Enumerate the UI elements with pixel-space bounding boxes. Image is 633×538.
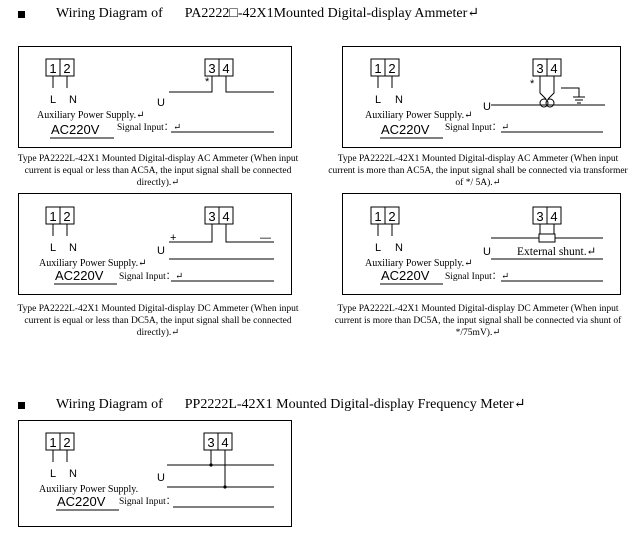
ammeter-title-prefix: Wiring Diagram of (56, 6, 163, 21)
terminal-3-label: 3 (207, 435, 214, 450)
wire-terminal-4 (225, 76, 274, 93)
terminal-4-label: 4 (550, 209, 557, 224)
signal-input-label: Signal Input： (119, 497, 175, 507)
label-N: N (69, 468, 77, 480)
signal-input-label: Signal Input：↵ (445, 272, 509, 282)
label-U: U (157, 472, 165, 484)
wire-terminal-3 (169, 76, 213, 93)
wire-terminal-3 (539, 76, 547, 100)
freq-section-title: Wiring Diagram of PP2222L-42X1 Mounted Di… (56, 396, 525, 413)
wire-terminal-3 (169, 224, 213, 243)
label-L: L (375, 242, 381, 254)
terminal-1-label: 1 (374, 209, 381, 224)
wiring-dc-shunt: 1 2 L N Auxiliary Power Supply.↵ AC220V … (365, 206, 603, 285)
caption-ac-ct: Type PA2222L-42X1 Mounted Digital-displa… (328, 154, 628, 188)
terminal-3-label: 3 (536, 61, 543, 76)
caption-dc-direct: Type PA2222L-42X1 Mounted Digital-displa… (17, 304, 299, 338)
caption-dc-shunt: Type PA2222L-42X1 Mounted Digital-displa… (334, 304, 622, 338)
ammeter-section-title: Wiring Diagram of PA2222□-42X1Mounted Dig… (56, 5, 479, 22)
wiring-ac-ct: 1 2 L N Auxiliary Power Supply.↵ AC220V … (365, 58, 605, 139)
label-U: U (157, 97, 165, 109)
panel-ac-direct: 1 2 L N Auxiliary Power Supply.↵ AC220V … (18, 46, 292, 148)
terminal-3-label: 3 (208, 61, 215, 76)
terminal-3-label: 3 (536, 209, 543, 224)
terminal-1-label: 1 (374, 61, 381, 76)
terminal-4-label: 4 (222, 61, 229, 76)
freq-title-prefix: Wiring Diagram of (56, 397, 163, 412)
panel-ac-ct: 1 2 L N Auxiliary Power Supply.↵ AC220V … (342, 46, 621, 148)
terminal-1-label: 1 (49, 61, 56, 76)
label-U: U (483, 101, 491, 113)
label-N: N (395, 94, 403, 106)
aux-label: Auxiliary Power Supply.↵ (39, 258, 146, 269)
minus-sign: — (260, 232, 271, 244)
star-mark: * (205, 76, 210, 88)
label-L: L (50, 242, 56, 254)
terminal-4-label: 4 (550, 61, 557, 76)
panel-dc-shunt: 1 2 L N Auxiliary Power Supply.↵ AC220V … (342, 193, 621, 295)
ac220v-label: AC220V (381, 122, 430, 137)
ac220v-label: AC220V (55, 268, 104, 283)
terminal-2-label: 2 (63, 435, 70, 450)
label-N: N (69, 242, 77, 254)
ac220v-label: AC220V (51, 122, 100, 137)
panel-frequency: 1 2 L N Auxiliary Power Supply. AC220V S… (18, 420, 292, 527)
label-L: L (375, 94, 381, 106)
label-L: L (50, 94, 56, 106)
ct-coil-2 (545, 98, 555, 108)
wire-terminal-4 (547, 76, 555, 100)
plus-sign: + (170, 232, 176, 244)
ammeter-title-model: PA2222□-42X1Mounted Digital-display Amme… (184, 6, 479, 21)
signal-input-label: Signal Input：↵ (445, 123, 509, 133)
section-bullet (18, 11, 25, 18)
ct-coil-1 (539, 98, 549, 108)
label-U: U (483, 246, 491, 258)
aux-label: Auxiliary Power Supply. (39, 484, 138, 495)
signal-input-label: Signal Input：↵ (117, 123, 181, 133)
ground-lead (561, 87, 580, 97)
terminal-4-label: 4 (221, 435, 228, 450)
wire-terminal-4 (225, 224, 274, 243)
freq-title-model: PP2222L-42X1 Mounted Digital-display Fre… (184, 397, 526, 412)
label-N: N (395, 242, 403, 254)
wiring-frequency: 1 2 L N Auxiliary Power Supply. AC220V S… (39, 432, 274, 511)
ac220v-label: AC220V (381, 268, 430, 283)
external-shunt-label: External shunt.↵ (517, 246, 596, 258)
junction-dot-lower (223, 485, 227, 489)
label-U: U (157, 245, 165, 257)
label-N: N (69, 94, 77, 106)
aux-label: Auxiliary Power Supply.↵ (365, 258, 472, 269)
aux-label: Auxiliary Power Supply.↵ (37, 110, 144, 121)
terminal-3-label: 3 (208, 209, 215, 224)
panel-dc-direct: 1 2 L N Auxiliary Power Supply.↵ AC220V … (18, 193, 292, 295)
junction-dot-upper (209, 463, 213, 467)
aux-label: Auxiliary Power Supply.↵ (365, 110, 472, 121)
shunt-resistor (538, 233, 556, 243)
terminal-2-label: 2 (388, 209, 395, 224)
terminal-4-label: 4 (222, 209, 229, 224)
terminal-1-label: 1 (49, 435, 56, 450)
label-L: L (50, 468, 56, 480)
section-bullet (18, 402, 25, 409)
terminal-1-label: 1 (49, 209, 56, 224)
star-mark: * (530, 78, 535, 90)
terminal-2-label: 2 (63, 61, 70, 76)
caption-ac-direct: Type PA2222L-42X1 Mounted Digital-displa… (17, 154, 299, 188)
wiring-ac-direct: 1 2 L N Auxiliary Power Supply.↵ AC220V … (37, 58, 274, 139)
ac220v-label: AC220V (57, 494, 106, 509)
terminal-2-label: 2 (388, 61, 395, 76)
terminal-2-label: 2 (63, 209, 70, 224)
wiring-dc-direct: 1 2 L N Auxiliary Power Supply.↵ AC220V … (39, 206, 274, 285)
signal-input-label: Signal Input：↵ (119, 272, 183, 282)
